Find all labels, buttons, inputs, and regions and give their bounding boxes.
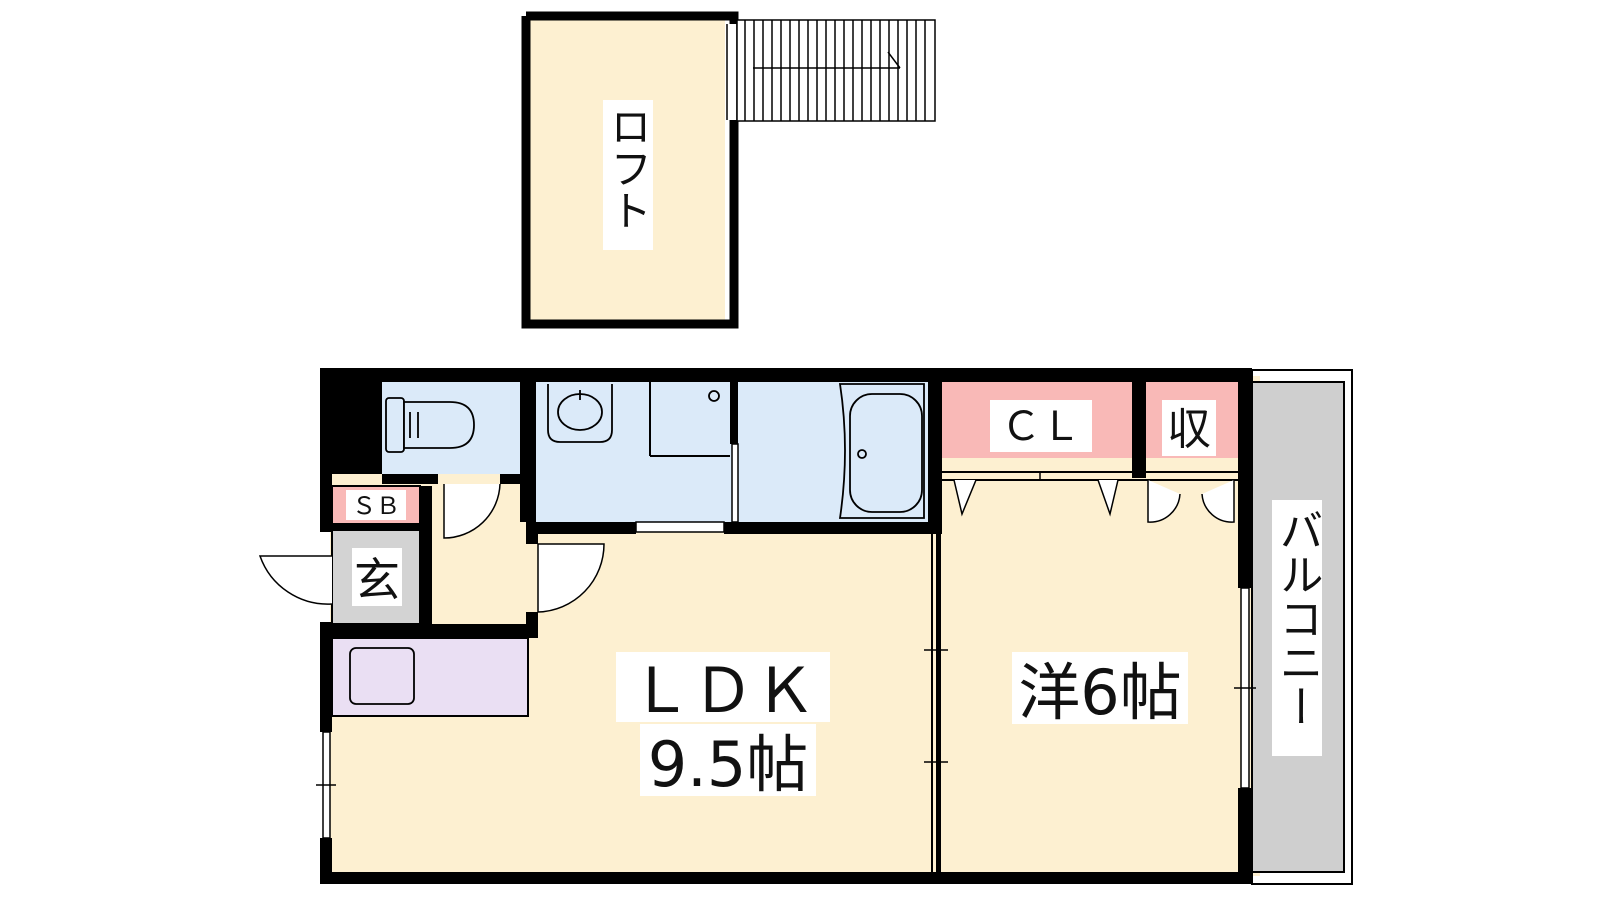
storage-label: 収 (1167, 404, 1211, 455)
stairs (736, 19, 936, 122)
washbasin-fixture (547, 384, 720, 443)
loft-area: ロフト (521, 11, 740, 329)
closet-label: ＣＬ (1001, 404, 1081, 450)
loft-walls (521, 11, 739, 329)
bathtub-fixture (838, 383, 925, 519)
loft-label-bg (603, 100, 653, 250)
ldk-name-label: ＬＤＫ (630, 654, 816, 727)
doors (258, 472, 1235, 613)
ldk-size-label: 9.5帖 (648, 728, 809, 801)
loft-label: ロフト (604, 105, 653, 231)
western-room-label: 洋6帖 (1018, 656, 1181, 729)
shoebox-label: ＳＢ (352, 492, 400, 520)
balcony-label: バルコニー (1272, 508, 1323, 728)
windows (316, 443, 1256, 839)
room-labels: ＳＢ 玄 ＣＬ 収 ＬＤＫ 9.5帖 洋6帖 バルコニー (346, 400, 1323, 801)
entrance-label: 玄 (354, 553, 400, 607)
walls (320, 368, 1252, 884)
sink-fixture (349, 647, 415, 705)
toilet-fixture (385, 397, 475, 453)
thin-lines (331, 369, 1353, 885)
